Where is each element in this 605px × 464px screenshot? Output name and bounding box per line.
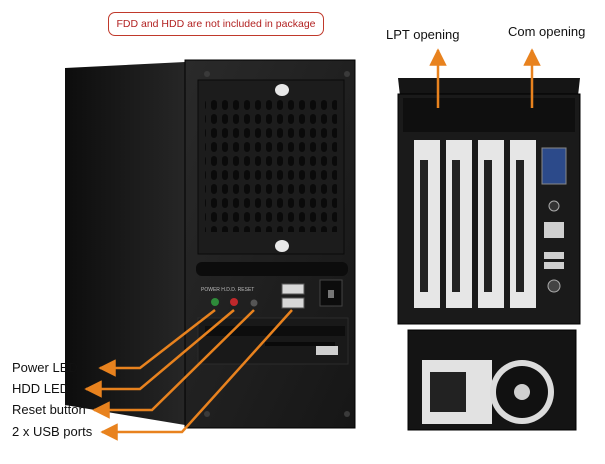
reset-button-label: Reset button <box>12 402 86 417</box>
lpt-opening-label: LPT opening <box>386 27 460 42</box>
hdd-led <box>230 298 238 306</box>
front-handle <box>196 262 348 276</box>
screw-cap-top <box>275 84 289 96</box>
hdd-led-label: HDD LED <box>12 381 70 396</box>
rear-chassis <box>397 78 581 431</box>
usb-ports-label: 2 x USB ports <box>12 424 93 439</box>
power-led-arrow <box>98 309 216 377</box>
front-panel-text: POWER H.D.D. RESET <box>201 287 254 293</box>
notice-box: FDD and HDD are not included in package <box>108 12 324 36</box>
com-opening-label: Com opening <box>508 24 586 39</box>
front-chassis: POWER H.D.D. RESET <box>65 59 356 429</box>
reset-arrow <box>92 309 255 419</box>
reset-button[interactable] <box>250 299 258 307</box>
usb-arrow <box>100 309 293 441</box>
power-led-label: Power LED <box>12 360 78 375</box>
expansion-slots <box>414 140 536 308</box>
usb-port-1[interactable] <box>281 283 305 295</box>
vga-port <box>541 147 567 185</box>
drive-bay <box>197 317 349 365</box>
hdd-led-arrow <box>84 309 235 398</box>
power-led <box>211 298 219 306</box>
screw-cap-bottom <box>275 240 289 252</box>
usb-port-2[interactable] <box>281 297 305 309</box>
power-inlet <box>430 372 466 412</box>
lan-port <box>544 222 564 238</box>
